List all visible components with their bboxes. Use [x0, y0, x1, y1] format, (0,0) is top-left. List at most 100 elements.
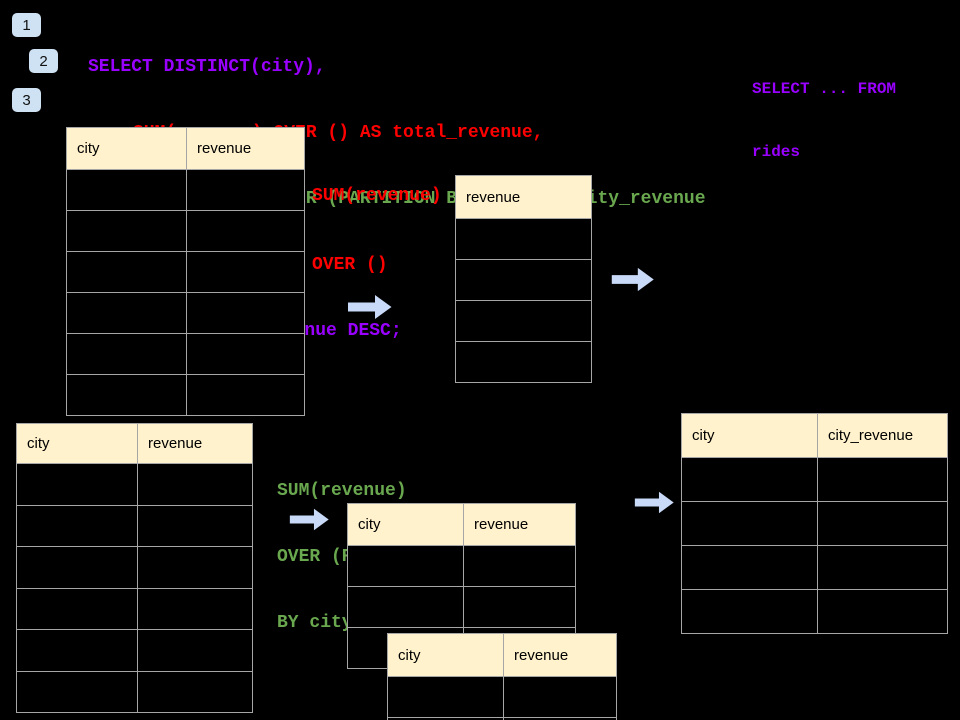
- column-header: revenue: [137, 423, 253, 464]
- empty-cell: [681, 589, 818, 634]
- empty-cell: [16, 629, 138, 672]
- table-row: [16, 463, 253, 506]
- table-row: [66, 333, 305, 375]
- step-badge-3: 3: [12, 88, 41, 112]
- empty-cell: [16, 463, 138, 506]
- empty-cell: [347, 586, 464, 628]
- empty-cell: [186, 333, 305, 375]
- empty-cell: [137, 587, 253, 630]
- column-header: city: [387, 633, 504, 677]
- empty-cell: [16, 504, 138, 547]
- empty-cell: [681, 501, 818, 546]
- empty-cell: [66, 251, 187, 293]
- empty-cell: [137, 670, 253, 713]
- empty-cell: [387, 676, 504, 718]
- table-row: [66, 251, 305, 293]
- sql-line-select: SELECT DISTINCT(city),: [88, 57, 326, 77]
- empty-cell: [817, 589, 948, 634]
- table-row: [455, 218, 592, 260]
- column-header: city: [681, 413, 818, 458]
- column-header: city: [347, 503, 464, 546]
- empty-cell: [186, 251, 305, 293]
- table-row: [16, 629, 253, 672]
- empty-cell: [137, 463, 253, 506]
- column-header: revenue: [463, 503, 576, 546]
- empty-cell: [681, 545, 818, 590]
- empty-cell: [186, 210, 305, 252]
- empty-cell: [186, 169, 305, 211]
- column-header: city_revenue: [817, 413, 948, 458]
- empty-cell: [137, 504, 253, 547]
- table-row: [455, 300, 592, 342]
- empty-cell: [463, 586, 576, 628]
- empty-cell: [455, 300, 592, 342]
- table-row: [455, 259, 592, 301]
- column-header: revenue: [503, 633, 617, 677]
- table-row: [681, 457, 948, 502]
- table-row: [16, 546, 253, 589]
- arrow-right-icon: [632, 490, 677, 515]
- empty-cell: [455, 341, 592, 383]
- empty-cell: [503, 676, 617, 718]
- table-row: [66, 169, 305, 211]
- empty-cell: [66, 210, 187, 252]
- empty-cell: [16, 587, 138, 630]
- table-row: [66, 374, 305, 416]
- table-row: [347, 545, 576, 587]
- empty-cell: [455, 259, 592, 301]
- arrow-right-icon: [287, 507, 332, 532]
- empty-cell: [66, 169, 187, 211]
- table-row: [347, 586, 576, 628]
- empty-cell: [817, 457, 948, 502]
- empty-cell: [66, 374, 187, 416]
- empty-cell: [137, 546, 253, 589]
- table-row: [66, 210, 305, 252]
- table-row: [387, 676, 617, 718]
- annotation-sum-over-line2: OVER (): [312, 255, 388, 275]
- table-row: [681, 501, 948, 546]
- empty-cell: [463, 545, 576, 587]
- empty-cell: [681, 457, 818, 502]
- step-badge-2: 2: [29, 49, 58, 73]
- step-badge-1: 1: [12, 13, 41, 37]
- arrow-right-icon: [348, 293, 392, 321]
- table-row: [387, 717, 617, 720]
- empty-cell: [817, 501, 948, 546]
- empty-cell: [16, 670, 138, 713]
- table-row: [16, 504, 253, 547]
- side-note-select-from: SELECT ... FROM rides: [752, 37, 896, 205]
- table-row: [681, 589, 948, 634]
- table-row: [16, 670, 253, 713]
- empty-cell: [186, 292, 305, 334]
- empty-cell: [66, 292, 187, 334]
- table-header-row: revenue: [455, 175, 592, 219]
- side-note-line2: rides: [752, 143, 801, 161]
- table-row: [681, 545, 948, 590]
- column-header: city: [66, 127, 187, 170]
- empty-cell: [186, 374, 305, 416]
- empty-cell: [66, 333, 187, 375]
- annotation-sum-over-line1: SUM(revenue): [312, 186, 442, 206]
- column-header: revenue: [455, 175, 592, 219]
- annotation-sum-over: SUM(revenue) OVER (): [312, 139, 442, 323]
- annotation-sum-partition-line1: SUM(revenue): [277, 481, 407, 501]
- table-total-revenue: revenue: [455, 175, 592, 383]
- column-header: city: [16, 423, 138, 464]
- table-row: [455, 341, 592, 383]
- table-row: [16, 587, 253, 630]
- empty-cell: [817, 545, 948, 590]
- column-header: revenue: [186, 127, 305, 170]
- empty-cell: [16, 546, 138, 589]
- empty-cell: [347, 545, 464, 587]
- arrow-right-icon: [611, 266, 655, 293]
